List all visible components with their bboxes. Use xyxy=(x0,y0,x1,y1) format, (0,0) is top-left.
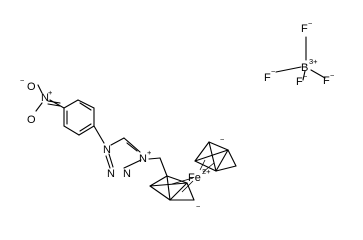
nitro-oxygen-label: O xyxy=(27,114,36,126)
boron-label: B xyxy=(301,62,308,74)
fluorine-top-label: F xyxy=(301,23,308,35)
triazole-n4-charge: + xyxy=(147,148,152,157)
benzene-ring xyxy=(63,99,95,136)
nitro-nitrogen-label: N xyxy=(41,92,49,104)
iron-charge: 2+ xyxy=(202,167,211,176)
cp-lower-charge: − xyxy=(196,202,201,211)
aryl-triazole-bond xyxy=(93,125,105,144)
iron-coordination-bonds xyxy=(171,159,215,193)
triazole-n2-label: N xyxy=(107,168,115,180)
chemical-structure-diagram: O − N + O N N N N + xyxy=(20,19,335,211)
structure-drawing: O − N + O N N N N + xyxy=(20,19,335,211)
tetrafluoroborate-bonds xyxy=(275,36,326,81)
cyclopentadienyl-ring-lower xyxy=(149,175,195,201)
fluorine-left-label: F xyxy=(264,72,271,84)
fluorine-right-label: F xyxy=(323,75,330,87)
fluorine-left-charge: − xyxy=(271,67,276,76)
nitro-oxide-label: O xyxy=(27,81,36,93)
nitro-group xyxy=(35,84,65,112)
fluorine-bottom-charge: − xyxy=(303,72,308,81)
triazole-n1-label: N xyxy=(103,144,111,156)
triazole-n4-label: N xyxy=(139,153,147,165)
nitro-oxide-charge: − xyxy=(20,76,25,85)
nitro-nitrogen-charge: + xyxy=(48,88,53,97)
methylene-linker xyxy=(148,157,168,177)
triazolium-ring xyxy=(105,137,142,169)
cyclopentadienyl-ring-upper xyxy=(194,141,237,172)
cp-upper-charge: − xyxy=(220,135,225,144)
fluorine-top-charge: − xyxy=(308,19,313,28)
triazole-n3-label: N xyxy=(123,168,131,180)
boron-charge: 3+ xyxy=(309,57,318,66)
fluorine-bottom-label: F xyxy=(296,76,303,88)
iron-label: Fe xyxy=(188,172,201,184)
fluorine-right-charge: − xyxy=(330,71,335,80)
